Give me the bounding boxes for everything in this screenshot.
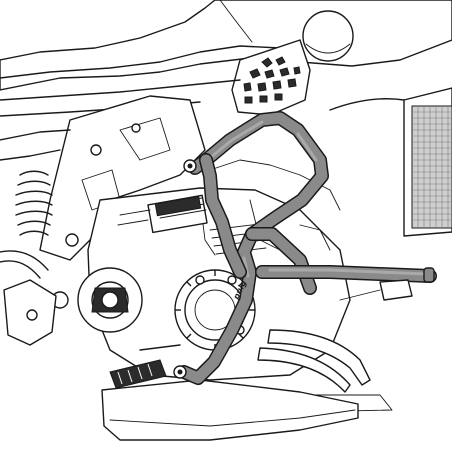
sprocket-cover [77, 267, 143, 333]
crash-bar: puig [173, 111, 437, 385]
rear-shock-spring [15, 170, 53, 236]
radiator [329, 87, 452, 237]
skid-plate [101, 379, 359, 441]
perforated-pattern [243, 56, 301, 104]
side-panel [231, 39, 311, 116]
footpeg [109, 344, 181, 389]
tank-knob [302, 10, 354, 62]
seat-and-tank [0, 0, 452, 91]
swingarm-plate [0, 250, 57, 346]
lower-right-bracket [339, 279, 413, 301]
